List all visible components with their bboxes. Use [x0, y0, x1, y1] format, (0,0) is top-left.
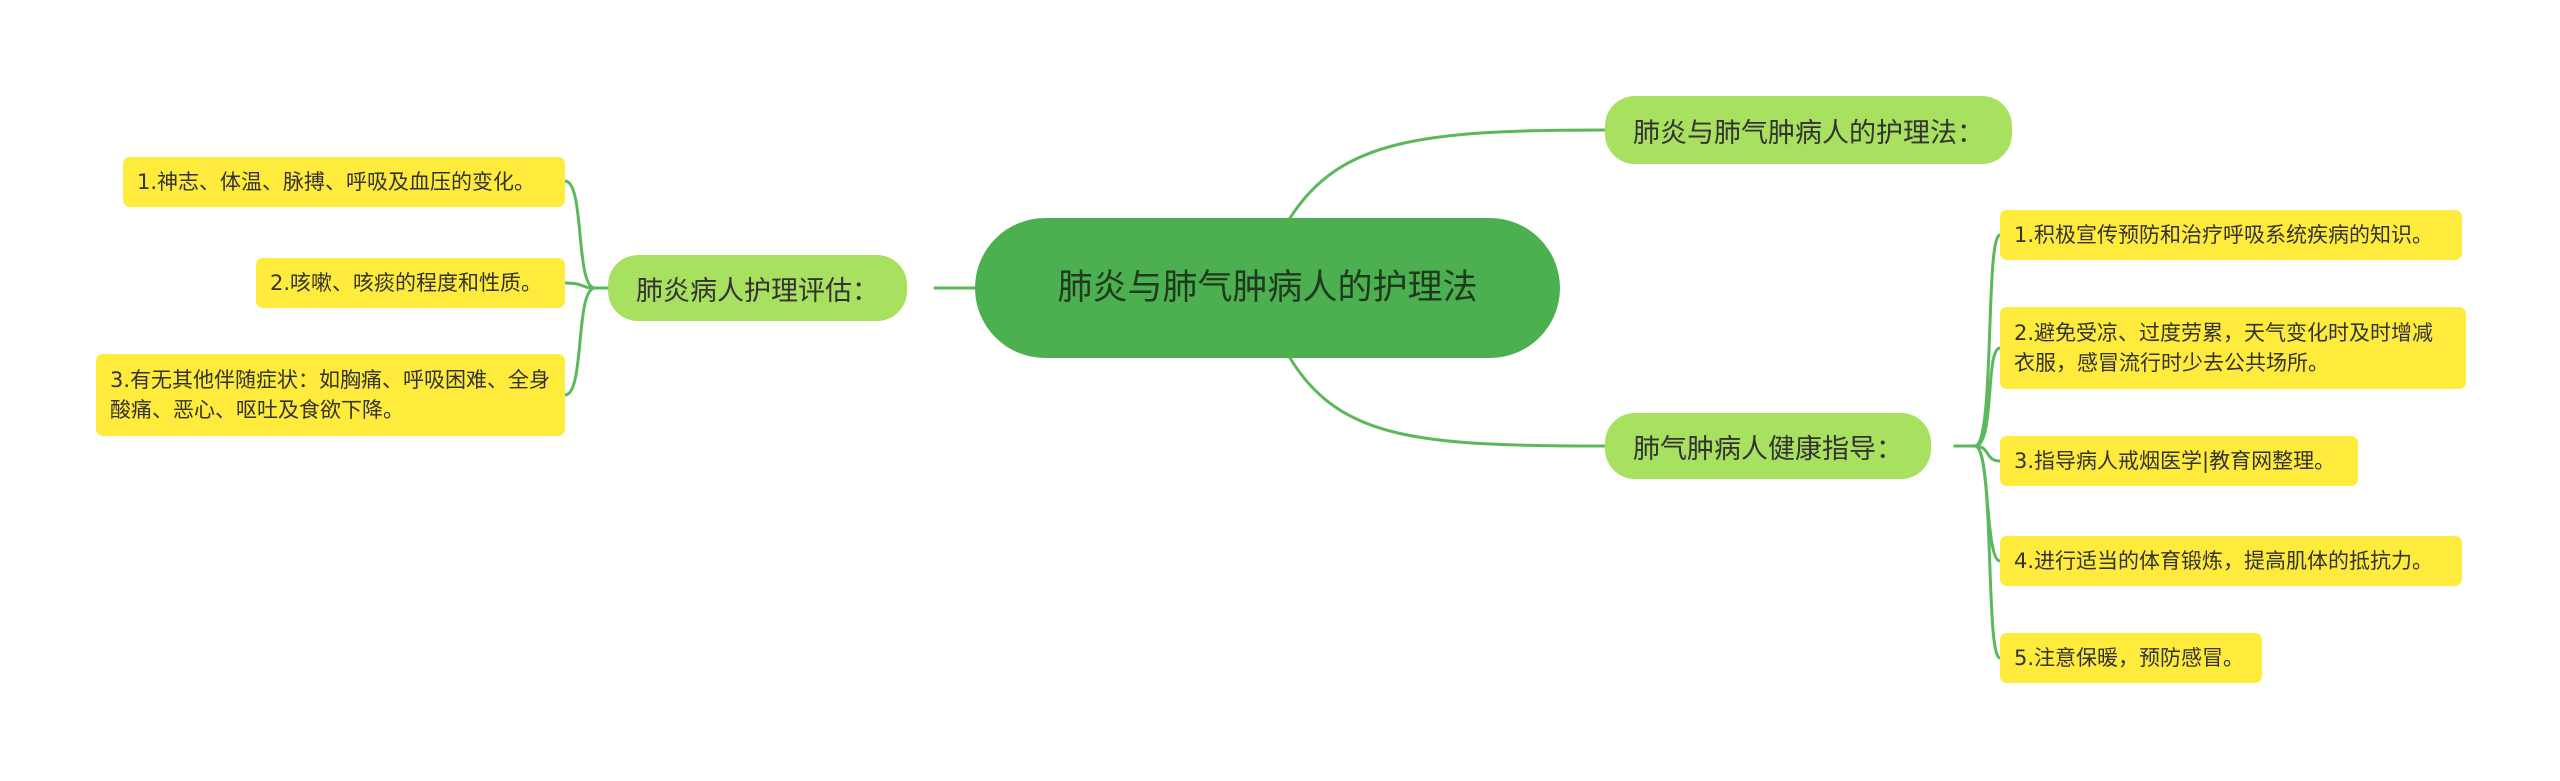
branch-care-method-label: 肺炎与肺气肿病人的护理法： — [1633, 117, 1984, 149]
connector-root-care-method — [1288, 128, 1607, 220]
leaf-text: 2.咳嗽、咳痰的程度和性质。 — [270, 271, 543, 295]
connector-root-guidance — [1288, 356, 1607, 448]
connector-guidance-leaf-1 — [1953, 233, 2002, 448]
connector-guidance-leaf-2 — [1953, 346, 2002, 448]
leaf-guidance-2[interactable]: 2.避免受凉、过度劳累，天气变化时及时增减衣服，感冒流行时少去公共场所。 — [2000, 307, 2466, 389]
branch-emphysema-guidance-label: 肺气肿病人健康指导： — [1633, 433, 1903, 465]
branch-pneumonia-assessment[interactable]: 肺炎病人护理评估： — [608, 255, 907, 321]
connector-guidance-leaf-4 — [1953, 444, 2002, 563]
leaf-assessment-1[interactable]: 1.神志、体温、脉搏、呼吸及血压的变化。 — [123, 157, 565, 207]
branch-care-method[interactable]: 肺炎与肺气肿病人的护理法： — [1605, 96, 2012, 164]
leaf-text: 1.积极宣传预防和治疗呼吸系统疾病的知识。 — [2014, 223, 2434, 247]
leaf-assessment-2[interactable]: 2.咳嗽、咳痰的程度和性质。 — [256, 258, 565, 308]
leaf-text: 3.指导病人戒烟医学|教育网整理。 — [2014, 449, 2336, 473]
leaf-guidance-1[interactable]: 1.积极宣传预防和治疗呼吸系统疾病的知识。 — [2000, 210, 2462, 260]
connector-guidance-leaf-5 — [1953, 444, 2002, 660]
connector-assessment-leaf-3 — [563, 286, 610, 397]
leaf-text: 3.有无其他伴随症状：如胸痛、呼吸困难、全身酸痛、恶心、呕吐及食欲下降。 — [110, 368, 551, 422]
leaf-text: 1.神志、体温、脉搏、呼吸及血压的变化。 — [137, 170, 536, 194]
leaf-text: 5.注意保暖，预防感冒。 — [2014, 646, 2245, 670]
connector-assessment-leaf-1 — [563, 179, 610, 290]
root-topic-label: 肺炎与肺气肿病人的护理法 — [1057, 268, 1478, 308]
leaf-guidance-4[interactable]: 4.进行适当的体育锻炼，提高肌体的抵抗力。 — [2000, 536, 2462, 586]
root-topic[interactable]: 肺炎与肺气肿病人的护理法 — [975, 218, 1560, 358]
branch-pneumonia-assessment-label: 肺炎病人护理评估： — [636, 275, 879, 307]
leaf-text: 2.避免受凉、过度劳累，天气变化时及时增减衣服，感冒流行时少去公共场所。 — [2014, 321, 2434, 375]
branch-emphysema-guidance[interactable]: 肺气肿病人健康指导： — [1605, 413, 1931, 479]
leaf-text: 4.进行适当的体育锻炼，提高肌体的抵抗力。 — [2014, 549, 2434, 573]
leaf-guidance-3[interactable]: 3.指导病人戒烟医学|教育网整理。 — [2000, 436, 2358, 486]
leaf-assessment-3[interactable]: 3.有无其他伴随症状：如胸痛、呼吸困难、全身酸痛、恶心、呕吐及食欲下降。 — [96, 354, 565, 436]
leaf-guidance-5[interactable]: 5.注意保暖，预防感冒。 — [2000, 633, 2262, 683]
